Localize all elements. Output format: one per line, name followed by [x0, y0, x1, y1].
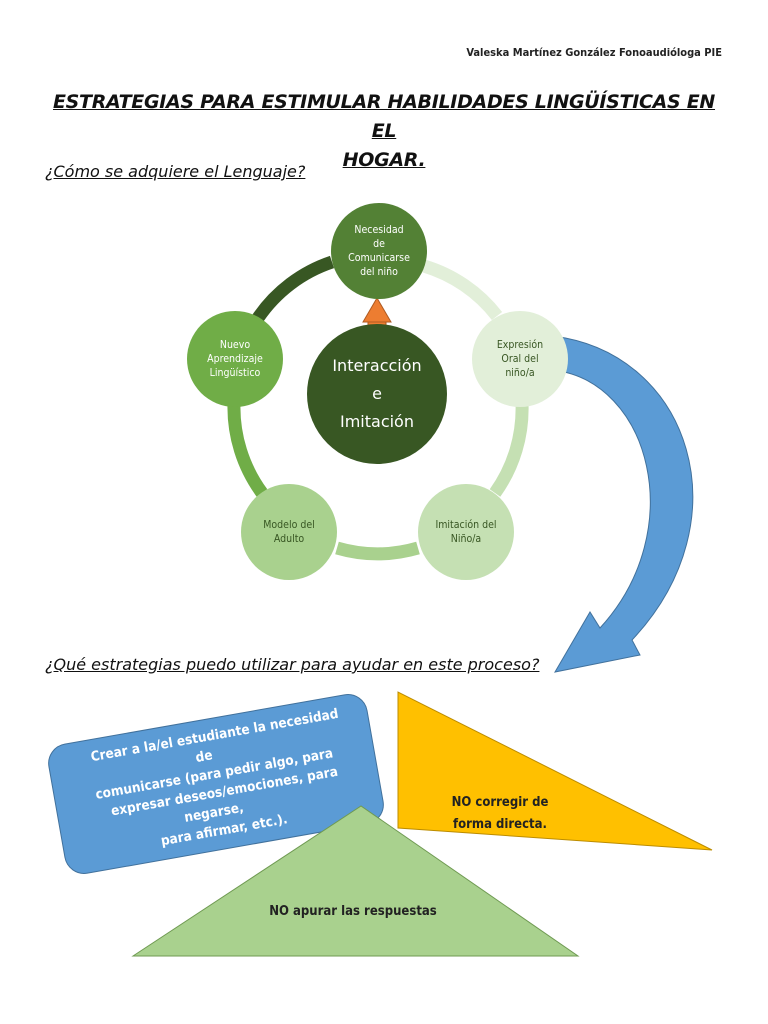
node-text: Expresión	[496, 339, 544, 351]
arc-necesidad-expresion	[422, 259, 503, 321]
node-text: Lingüístico	[209, 367, 261, 379]
node-text: Adulto	[273, 533, 305, 545]
node-text: Aprendizaje	[207, 353, 263, 365]
author-name: Valeska Martínez González Fonoaudióloga …	[466, 46, 722, 59]
strategy-yellow-text: NO corregir de forma directa.	[430, 792, 570, 836]
title-line-2: HOGAR.	[342, 149, 426, 171]
node-necesidad-comunicarse: Necesidad de Comunicarse del niño	[331, 203, 427, 299]
node-text: de	[373, 238, 385, 250]
node-text: Necesidad	[354, 224, 404, 236]
node-text: Comunicarse	[348, 252, 410, 264]
document-title: ESTRATEGIAS PARA ESTIMULAR HABILIDADES L…	[40, 88, 728, 175]
node-text: Oral del	[501, 353, 539, 365]
node-text: niño/a	[505, 367, 535, 379]
node-expresion-oral: Expresión Oral del niño/a	[472, 311, 568, 407]
node-text: Modelo del	[263, 519, 315, 531]
node-text: Niño/a	[450, 533, 482, 545]
center-text: Imitación	[339, 412, 414, 431]
arc-expresion-imitacion	[489, 402, 529, 497]
center-interaccion-imitacion: Interacción e Imitación	[307, 324, 447, 464]
section-heading-language: ¿Cómo se adquiere el Lenguaje?	[45, 162, 306, 181]
center-text: e	[372, 384, 382, 403]
blue-curved-arrow	[551, 335, 694, 673]
node-text: Nuevo	[219, 339, 251, 351]
arc-modelo-nuevo	[227, 402, 268, 497]
node-text: del niño	[360, 266, 398, 278]
section-heading-strategies: ¿Qué estrategias puedo utilizar para ayu…	[45, 655, 540, 674]
strategy-text: NO corregir de	[451, 795, 549, 810]
strategy-green-text: NO apurar las respuestas	[269, 904, 437, 919]
title-line-1: ESTRATEGIAS PARA ESTIMULAR HABILIDADES L…	[52, 91, 716, 142]
strategy-text: forma directa.	[453, 817, 547, 832]
node-nuevo-aprendizaje: Nuevo Aprendizaje Lingüístico	[187, 311, 283, 407]
center-text: Interacción	[332, 356, 422, 375]
node-imitacion-nino: Imitación del Niño/a	[418, 484, 514, 580]
node-text: Imitación del	[435, 519, 497, 531]
node-modelo-adulto: Modelo del Adulto	[241, 484, 337, 580]
arc-imitacion-modelo	[335, 541, 420, 561]
arc-nuevo-necesidad	[252, 255, 335, 322]
